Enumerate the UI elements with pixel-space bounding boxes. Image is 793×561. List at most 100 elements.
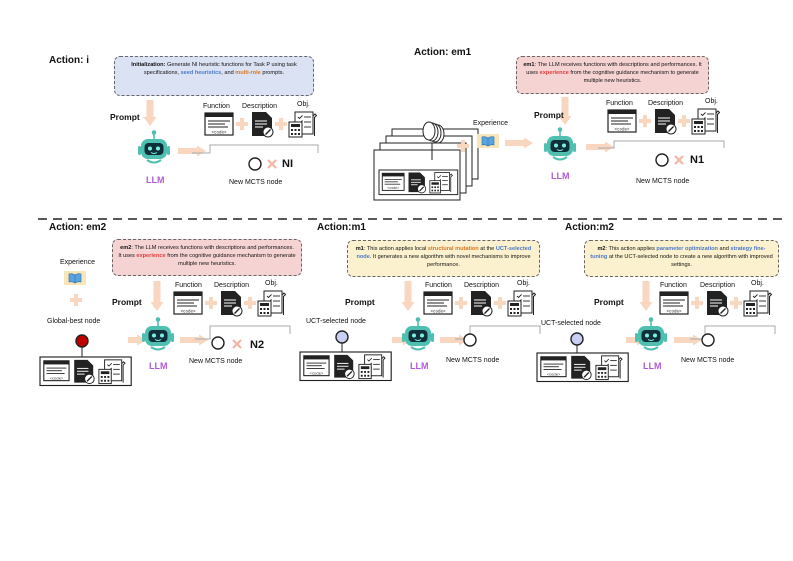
action-em2-description-label: Description: [214, 282, 250, 289]
action-i-colon: :: [163, 62, 167, 68]
action-m2-obj-icon: [743, 290, 772, 317]
action-i-obj-label: Obj.: [297, 101, 310, 108]
action-em1-obj-label: Obj.: [705, 98, 718, 105]
action-i-text-2: , and: [221, 70, 236, 77]
action-em1-prompt-arrow: [558, 97, 572, 125]
action-i-multiplier: NI: [282, 158, 293, 170]
action-i-robot-icon: [137, 129, 171, 164]
action-m2-prompt-label: Prompt: [594, 297, 624, 307]
action-m1-function-label: Function: [425, 282, 452, 289]
action-m1-text-3: . It generates a new algorithm with nove…: [369, 254, 531, 269]
action-em1-new-mcts-node-label: New MCTS node: [636, 178, 690, 185]
action-m2-highlight-2: strategy fine-tuning: [590, 246, 766, 261]
action-em2-global-best-node: [75, 334, 89, 348]
action-m2-bracket: [690, 325, 776, 340]
action-m1-plus-icon-2: [494, 297, 506, 309]
action-m1-prompt-arrow: [401, 281, 415, 311]
action-i-description-label: Description: [242, 103, 278, 110]
action-i-obj-icon: [288, 111, 317, 138]
action-em1-function-icon: [607, 109, 637, 134]
action-em1-in-arrow: [505, 137, 533, 149]
action-em1-experience-label: Experience: [473, 120, 509, 127]
action-em2-new-node: [211, 336, 225, 350]
action-m1-uct-node: [335, 330, 349, 344]
action-em1-llm-label: LLM: [551, 171, 570, 181]
action-m2-text-2: and: [717, 246, 731, 252]
action-i-plus-icon: [236, 118, 248, 130]
action-em2-bracket: [195, 325, 291, 340]
action-m1-obj-label: Obj.: [517, 280, 530, 287]
action-i-prompt-arrow: [143, 100, 157, 126]
action-m1-new-mcts-node-label: New MCTS node: [446, 357, 500, 364]
action-m1-description-icon: [470, 290, 493, 317]
action-i-highlight-1: seed heuristics: [180, 70, 222, 77]
action-i-plus-icon-2: [275, 118, 287, 130]
action-em2-obj-icon: [257, 290, 286, 317]
action-em1-node-coin: [422, 121, 436, 141]
action-em2-node-stack: [40, 357, 131, 386]
action-em1-description-box: em1: The LLM receives functions with des…: [516, 56, 709, 94]
action-m1-out-arrow: [440, 334, 468, 346]
action-i-description-box: Initialization: Generate NI heuristic fu…: [114, 56, 314, 96]
action-m2-lead: m2: [597, 246, 606, 252]
action-em2-highlight-1: experience: [136, 253, 166, 260]
action-m2-text-1: : This action applies: [605, 246, 657, 252]
action-m2-plus-icon-2: [730, 297, 742, 309]
action-m2-uct-selected-label: UCT-selected node: [541, 320, 601, 327]
action-em2-experience-book-icon: [63, 270, 87, 286]
action-m2-description-label: Description: [700, 282, 736, 289]
action-m2-llm-label: LLM: [643, 361, 662, 371]
action-em2-description-box: em2: The LLM receives functions with des…: [112, 239, 302, 276]
action-m2-robot-icon: [634, 316, 668, 351]
action-em1-function-label: Function: [606, 100, 633, 107]
action-em2-experience-label: Experience: [60, 259, 96, 266]
action-i-out-arrow: [178, 145, 206, 157]
action-em2-title: Action: em2: [49, 222, 107, 233]
action-i-title: Action: i: [49, 55, 89, 66]
action-i-highlight-2: multi-role: [235, 70, 261, 77]
action-i-new-mcts-node-label: New MCTS node: [229, 179, 283, 186]
action-m2-node-stack: [537, 353, 628, 382]
action-em1-plus-icon-3: [678, 115, 690, 127]
action-em2-description-icon: [220, 290, 243, 317]
action-i-prompt-label: Prompt: [110, 112, 140, 122]
action-m1-description-box: m1: This action applies local structural…: [347, 240, 540, 277]
action-i-new-node: [248, 157, 262, 171]
action-em1-lead: em1: [523, 62, 535, 68]
action-m2-description-icon: [706, 290, 729, 317]
action-em1-description-icon: [654, 108, 677, 135]
action-em1-history-stack: [379, 170, 458, 195]
action-em2-new-mcts-node-label: New MCTS node: [189, 358, 243, 365]
action-m1-function-icon: [423, 291, 453, 316]
action-i-text-1: Generate NI heuristic functions for Task…: [143, 62, 297, 77]
action-m1-text-1: : This action applies local: [363, 246, 428, 252]
action-m2-function-icon: [659, 291, 689, 316]
action-m1-lead: m1: [355, 246, 364, 252]
action-em2-in-arrow: [128, 334, 146, 346]
action-em1-obj-icon: [691, 108, 720, 135]
action-em2-function-icon: [173, 291, 203, 316]
action-m1-obj-icon: [507, 290, 536, 317]
action-em1-prompt-label: Prompt: [534, 110, 564, 120]
action-m1-description-label: Description: [464, 282, 500, 289]
action-m1-plus-icon: [455, 297, 467, 309]
action-em2-lead: em2: [120, 245, 132, 251]
action-m2-plus-icon: [691, 297, 703, 309]
action-em2-plus-icon-2: [244, 297, 256, 309]
action-m2-prompt-arrow: [639, 281, 653, 311]
action-em1-bracket: [598, 140, 725, 149]
action-em2-plus-icon: [205, 297, 217, 309]
action-em1-multiplier: N1: [690, 154, 705, 166]
action-em2-out-arrow: [180, 334, 208, 346]
action-i-lead: Initialization: [131, 62, 164, 68]
action-m1-node-stack: [300, 352, 391, 381]
action-m2-function-label: Function: [660, 282, 687, 289]
action-m1-uct-selected-label: UCT-selected node: [306, 318, 366, 325]
action-em2-llm-label: LLM: [149, 361, 168, 371]
action-em1-times-icon: [673, 154, 685, 166]
action-m2-new-mcts-node-label: New MCTS node: [681, 357, 735, 364]
action-em1-title: Action: em1: [414, 47, 472, 58]
action-m1-llm-label: LLM: [410, 361, 429, 371]
action-i-function-icon: [204, 112, 234, 137]
action-i-description-icon: [251, 111, 274, 138]
